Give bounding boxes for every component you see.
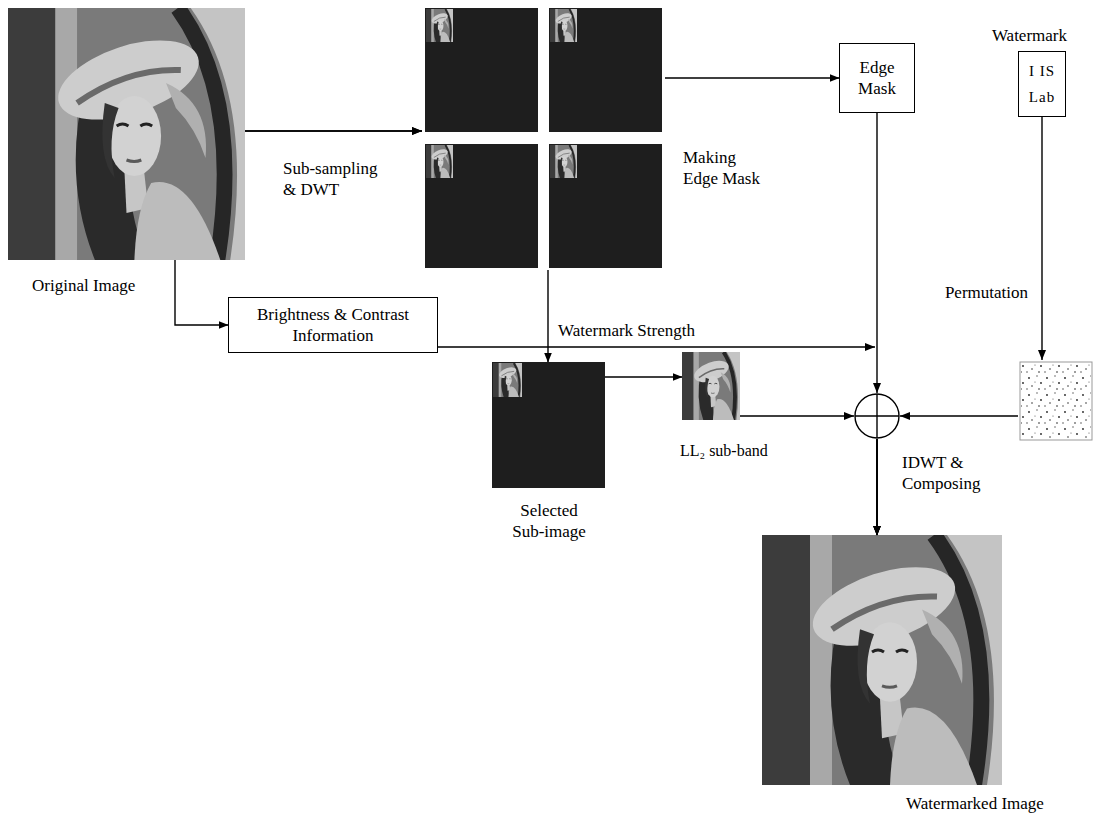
flow-arrow [438,343,877,535]
step-label: IDWT & Composing [902,452,994,494]
flow-arrow [605,377,682,378]
ll2-picture [682,352,740,420]
flow-arrow [877,117,1046,535]
edge-label: Making Edge Mask [683,147,767,189]
image-node: LL₂ sub-band [682,352,740,420]
arrow-head [865,343,875,351]
box-heading: Watermark [992,25,1067,46]
process-box: Edge Mask [839,43,915,113]
image-node: Selected Sub-image [492,362,605,488]
image-node: Original Image [8,8,245,260]
flow-arrow [740,412,877,535]
connector-line [877,117,1042,535]
image-caption: Selected Sub-image [508,500,590,542]
watermark-box: WatermarkI IS Lab [1018,51,1066,117]
connector-line [605,376,682,377]
image-node: Watermarked Image [762,535,1002,785]
subimage-grid [425,8,662,268]
arrow-head [412,127,422,135]
connector-line [175,260,228,325]
flow-arrow [245,78,839,135]
adder-symbol [855,394,899,438]
connector-line [740,416,877,535]
permuted-watermark [1020,362,1092,440]
edge-label: Watermark Strength [558,320,695,341]
arrow-head [1038,350,1046,360]
watermark-text: I IS Lab [1021,58,1063,110]
arrow-head [412,127,422,135]
original-picture [8,8,245,260]
box-label: Brightness & Contrast Information [235,304,431,346]
edge-label: Sub-sampling & DWT [283,158,388,200]
image-caption: Watermarked Image [906,793,1044,814]
image-caption: LL₂ sub-band [680,440,768,461]
connector-line [438,347,877,535]
image-caption: Original Image [32,275,135,296]
arrow-head [873,383,881,393]
box-label: Edge Mask [846,57,908,99]
watermarked-picture [762,535,1002,785]
arrow-head [844,412,854,420]
selected-subimage-picture [492,362,605,488]
edge-label: Permutation [945,282,1028,303]
connector-line [245,78,839,131]
process-box: Brightness & Contrast Information [228,297,438,353]
arrow-head [900,412,910,420]
flow-arrow [175,260,228,325]
